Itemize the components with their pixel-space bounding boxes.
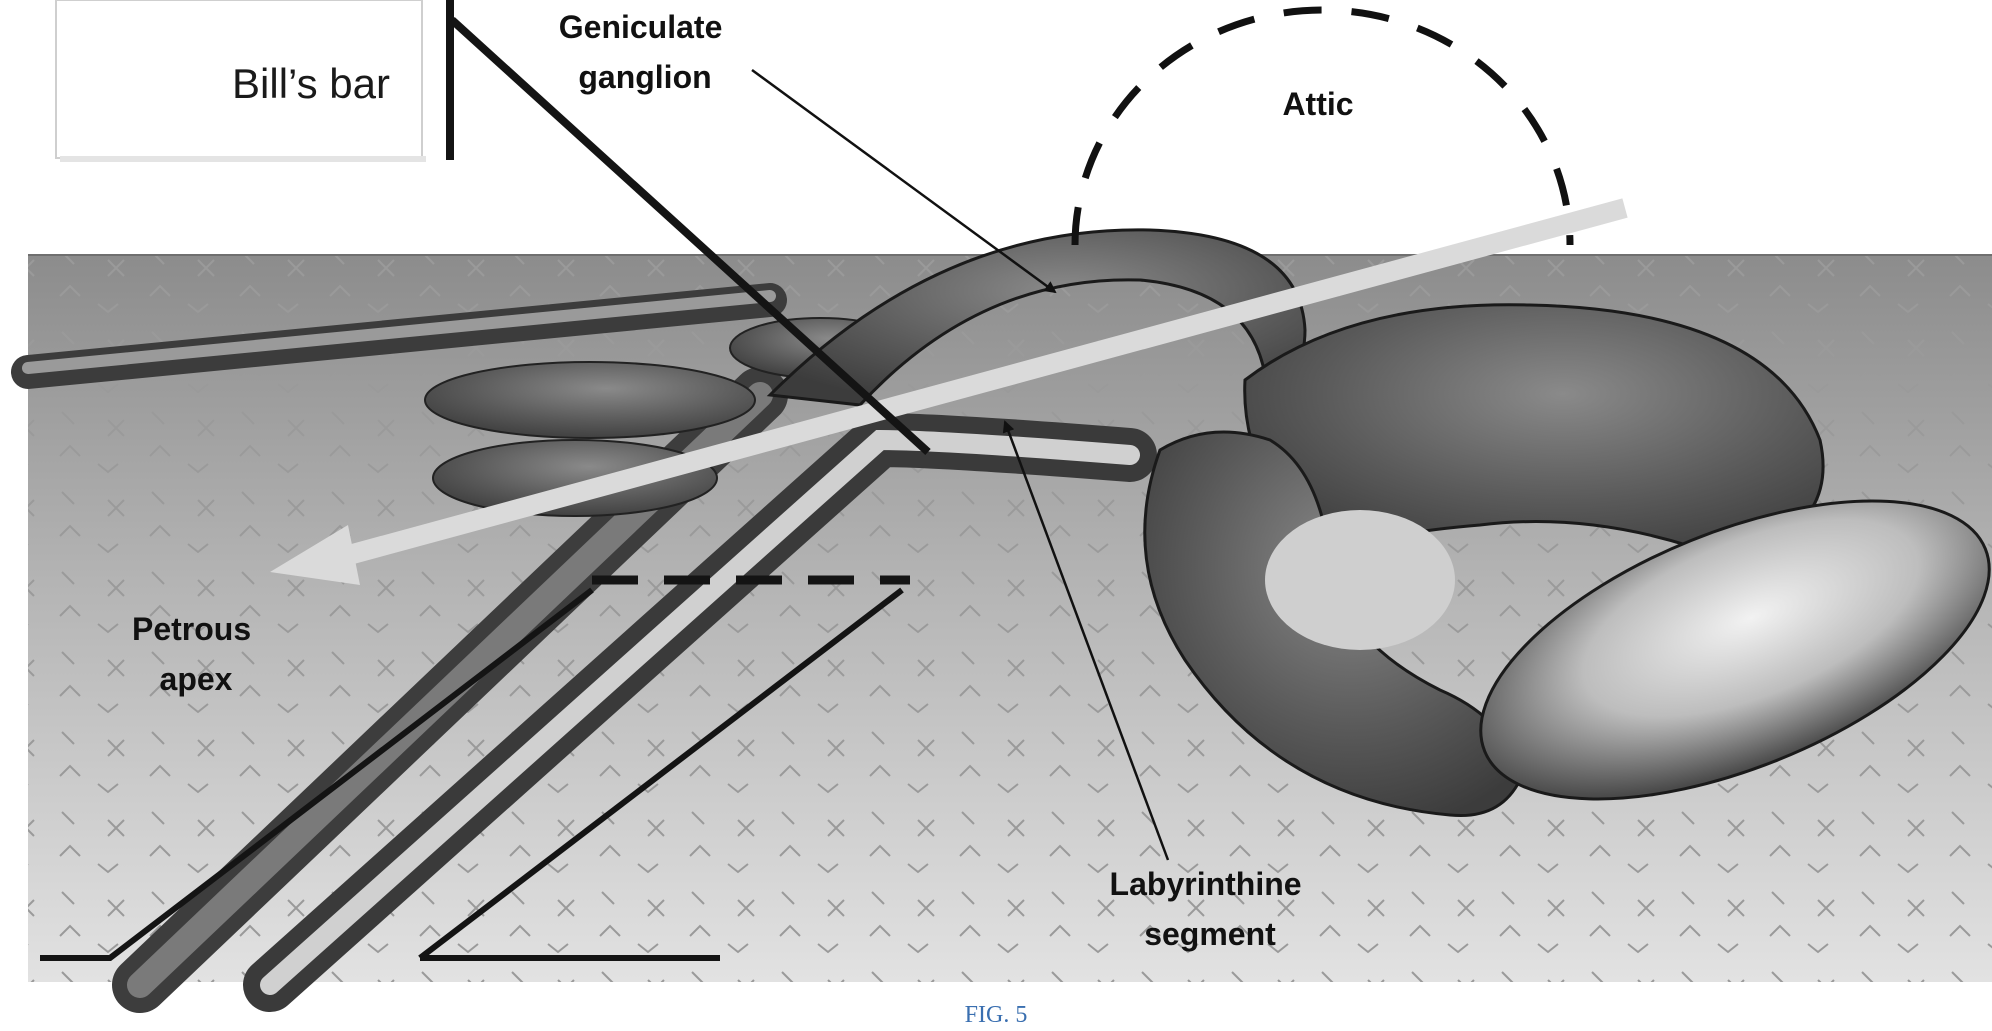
labyrinthine-label: Labyrinthine segment xyxy=(1110,866,1311,952)
attic-boundary xyxy=(1071,6,1574,246)
canal-walls xyxy=(40,575,910,961)
figure-caption: FIG. 5 xyxy=(965,1002,1028,1028)
labyrinthine-leader xyxy=(1002,420,1170,861)
bills-bar-label: Bill’s bar xyxy=(232,60,390,107)
bills-bar-label-box xyxy=(55,0,423,159)
geniculate-leader xyxy=(751,68,1057,294)
cochlea-vestibule xyxy=(1143,303,1991,818)
bills-bar-leader xyxy=(449,17,931,455)
petrous-apex-label: Petrous apex xyxy=(132,611,260,697)
geniculate-label: Geniculate ganglion xyxy=(559,9,732,95)
surgical-approach-arrow xyxy=(270,198,1628,585)
attic-label: Attic xyxy=(1282,86,1353,122)
